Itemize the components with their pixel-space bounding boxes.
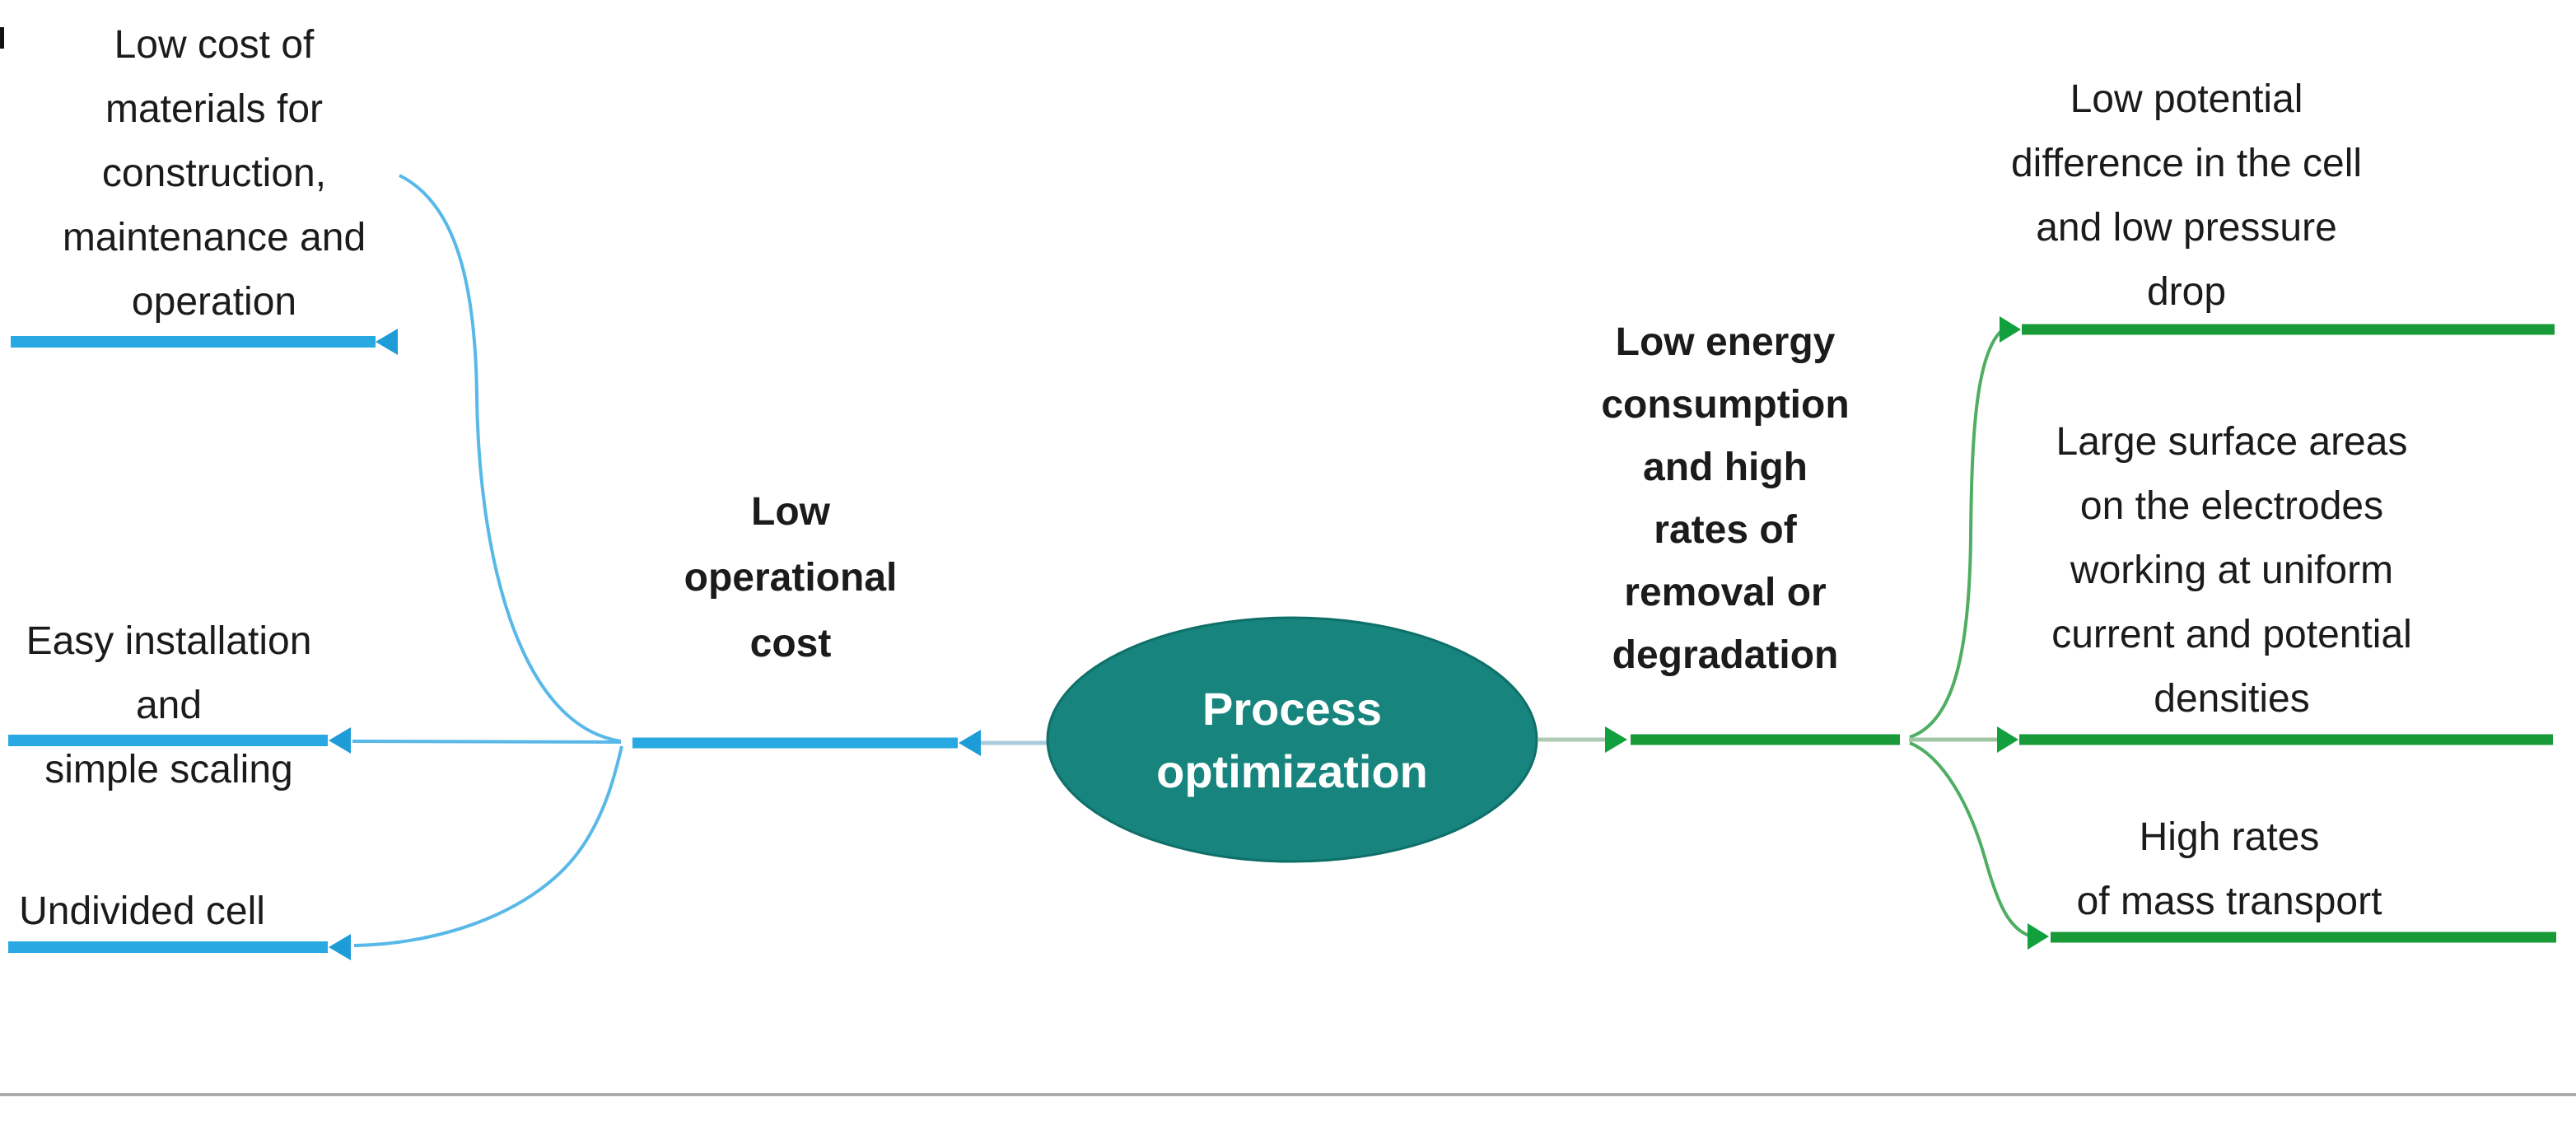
right-item-bottom-arrowhead-icon — [2028, 923, 2049, 950]
left-curve-to-top-item — [399, 174, 622, 743]
center-node-label: Process optimization — [1156, 682, 1428, 797]
left-branch-label: Low operational cost — [684, 490, 898, 665]
left-item-middle-arrowhead-icon — [329, 727, 351, 754]
right-curve-to-top-item — [1909, 329, 2003, 739]
right-curve-to-bottom-item — [1909, 741, 2030, 937]
left-curve-to-middle-item — [352, 740, 622, 744]
right-item-middle-label: Large surface areas on the electrodes wo… — [2051, 420, 2412, 721]
left-item-bottom-arrowhead-icon — [329, 934, 351, 960]
right-item-middle-arrowhead-icon — [1997, 726, 2018, 753]
left-item-middle-label: Easy installation and simple scaling — [26, 619, 312, 791]
left-item-top-arrowhead-icon — [376, 329, 398, 355]
left-curve-to-bottom-item — [353, 745, 623, 947]
left-item-bottom-label: Undivided cell — [19, 890, 265, 933]
left-item-top-label: Low cost of materials for construction, … — [62, 23, 366, 324]
right-branch-arrowhead-icon — [1605, 726, 1627, 753]
right-item-top-label: Low potential difference in the cell and… — [2010, 77, 2363, 314]
right-item-top-arrowhead-icon — [2000, 316, 2021, 343]
edge-artifact — [0, 27, 4, 49]
right-branch-label: Low energy consumption and high rates of… — [1601, 320, 1850, 677]
center-node-ellipse — [1046, 616, 1538, 863]
left-branch-arrowhead-icon — [959, 730, 981, 756]
right-item-bottom-label: High rates of mass transport — [2076, 815, 2382, 923]
